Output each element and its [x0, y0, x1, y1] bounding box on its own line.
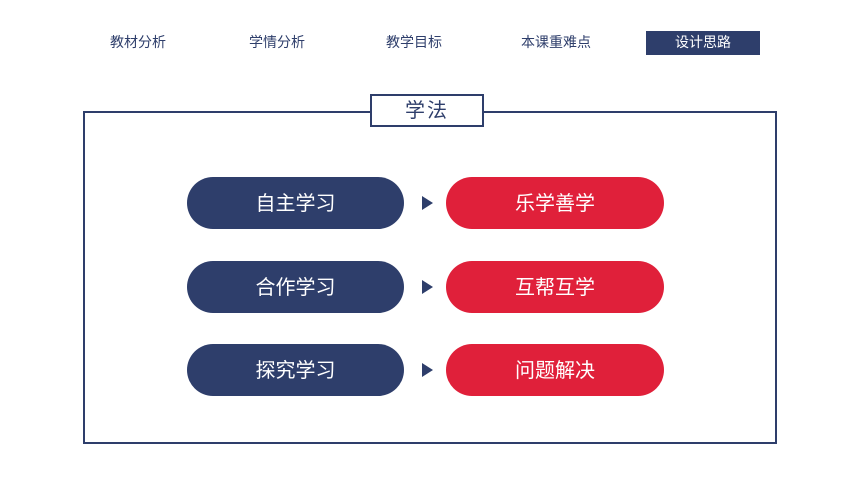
tab-teaching-goals[interactable]: 教学目标: [386, 35, 442, 51]
tab-design-idea[interactable]: 设计思路: [646, 31, 760, 55]
method-row: 探究学习 问题解决: [187, 344, 664, 396]
tab-textbook-analysis[interactable]: 教材分析: [110, 35, 166, 51]
triangle-right-icon: [422, 280, 433, 294]
result-pill: 乐学善学: [446, 177, 664, 229]
method-pill: 自主学习: [187, 177, 404, 229]
method-row: 自主学习 乐学善学: [187, 177, 664, 229]
triangle-right-icon: [422, 196, 433, 210]
method-pill: 探究学习: [187, 344, 404, 396]
method-row: 合作学习 互帮互学: [187, 261, 664, 313]
result-pill: 问题解决: [446, 344, 664, 396]
result-pill: 互帮互学: [446, 261, 664, 313]
section-title: 学法: [370, 94, 484, 127]
method-pill: 合作学习: [187, 261, 404, 313]
tab-learner-analysis[interactable]: 学情分析: [249, 35, 305, 51]
tab-key-points[interactable]: 本课重难点: [521, 35, 591, 51]
triangle-right-icon: [422, 363, 433, 377]
top-nav: 教材分析 学情分析 教学目标 本课重难点 设计思路: [0, 31, 860, 55]
